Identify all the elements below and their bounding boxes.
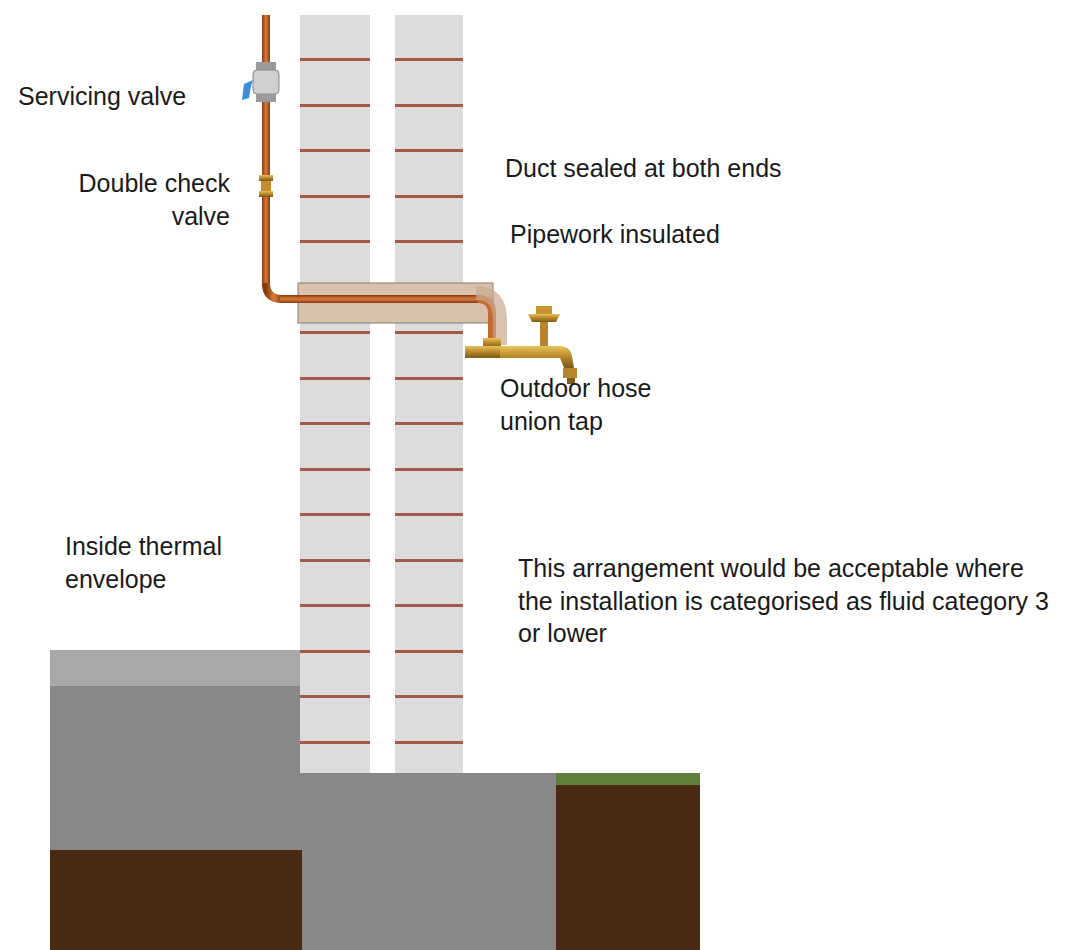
- ground: [556, 773, 700, 950]
- mortar-line: [300, 513, 370, 516]
- grass: [556, 773, 700, 785]
- mortar-line: [300, 741, 370, 744]
- note-paragraph: This arrangement would be acceptable whe…: [518, 552, 1063, 650]
- copper-pipe: [262, 15, 270, 287]
- mortar-line: [395, 104, 463, 107]
- mortar-line: [395, 741, 463, 744]
- mortar-line: [300, 695, 370, 698]
- copper-pipe: [280, 295, 480, 303]
- mortar-line: [395, 377, 463, 380]
- floor-screed: [50, 650, 300, 686]
- mortar-line: [300, 422, 370, 425]
- mortar-line: [395, 695, 463, 698]
- mortar-line: [395, 650, 463, 653]
- mortar-line: [300, 468, 370, 471]
- mortar-line: [395, 195, 463, 198]
- mortar-line: [300, 104, 370, 107]
- mortar-line: [395, 604, 463, 607]
- inner-leaf: [300, 15, 370, 773]
- mortar-line: [395, 468, 463, 471]
- valve-label: Double check valve: [20, 167, 230, 232]
- mortar-line: [300, 650, 370, 653]
- servicing-valve: [242, 62, 279, 102]
- outer-leaf: [395, 15, 463, 773]
- mortar-line: [395, 422, 463, 425]
- mortar-line: [395, 331, 463, 334]
- hose-union-tap: [465, 306, 577, 384]
- mortar-line: [300, 604, 370, 607]
- mortar-line: [395, 559, 463, 562]
- mortar-joints: [300, 58, 463, 744]
- note-label: Duct sealed at both ends: [505, 152, 885, 185]
- zone-label: Inside thermal envelope: [65, 530, 265, 595]
- mortar-line: [300, 240, 370, 243]
- mortar-line: [300, 377, 370, 380]
- mortar-line: [300, 331, 370, 334]
- valve-label: Servicing valve: [18, 80, 238, 113]
- mortar-line: [395, 240, 463, 243]
- foundation: [298, 773, 556, 950]
- mortar-line: [395, 149, 463, 152]
- ground: [50, 850, 302, 950]
- mortar-line: [300, 559, 370, 562]
- double-check-valve: [259, 175, 273, 197]
- mortar-line: [300, 195, 370, 198]
- mortar-line: [300, 58, 370, 61]
- mortar-line: [300, 149, 370, 152]
- tap-label: Outdoor hose union tap: [500, 372, 675, 437]
- mortar-line: [395, 513, 463, 516]
- note-label: Pipework insulated: [510, 218, 840, 251]
- mortar-line: [395, 58, 463, 61]
